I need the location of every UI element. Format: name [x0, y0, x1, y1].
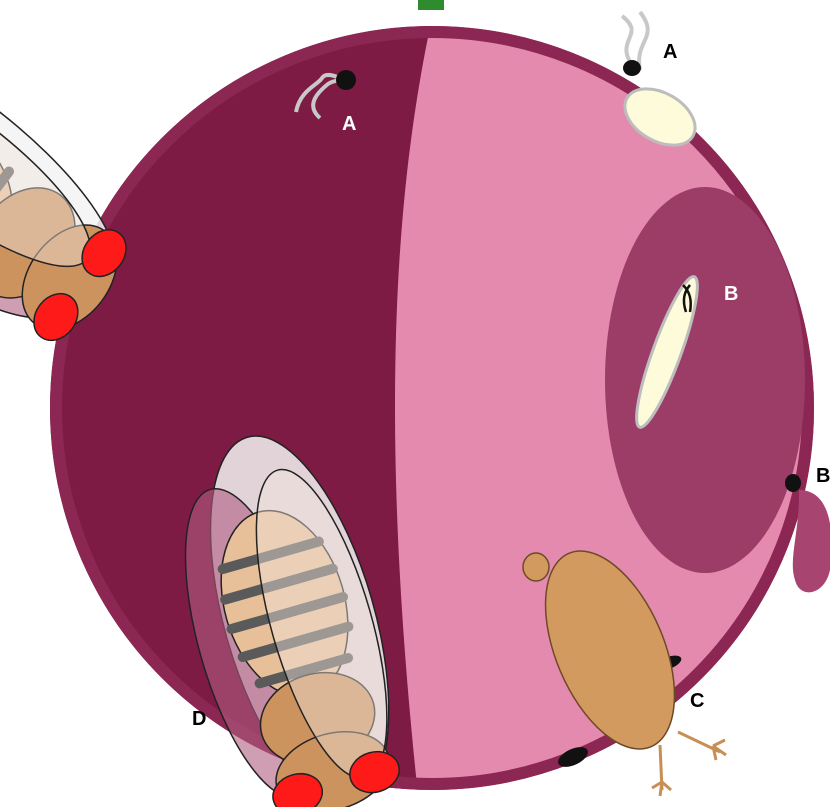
larva-c-head: [523, 553, 549, 581]
label-d: D: [192, 708, 206, 730]
label-b-edge: B: [816, 465, 830, 487]
label-a-top-left: A: [342, 113, 356, 135]
seed-cavity: [605, 187, 805, 573]
label-c: C: [690, 690, 704, 712]
fruit: [50, 18, 830, 795]
label-a-top-right: A: [663, 41, 677, 63]
header-tab-fragment: [418, 0, 444, 10]
label-b-inner: B: [724, 283, 738, 305]
